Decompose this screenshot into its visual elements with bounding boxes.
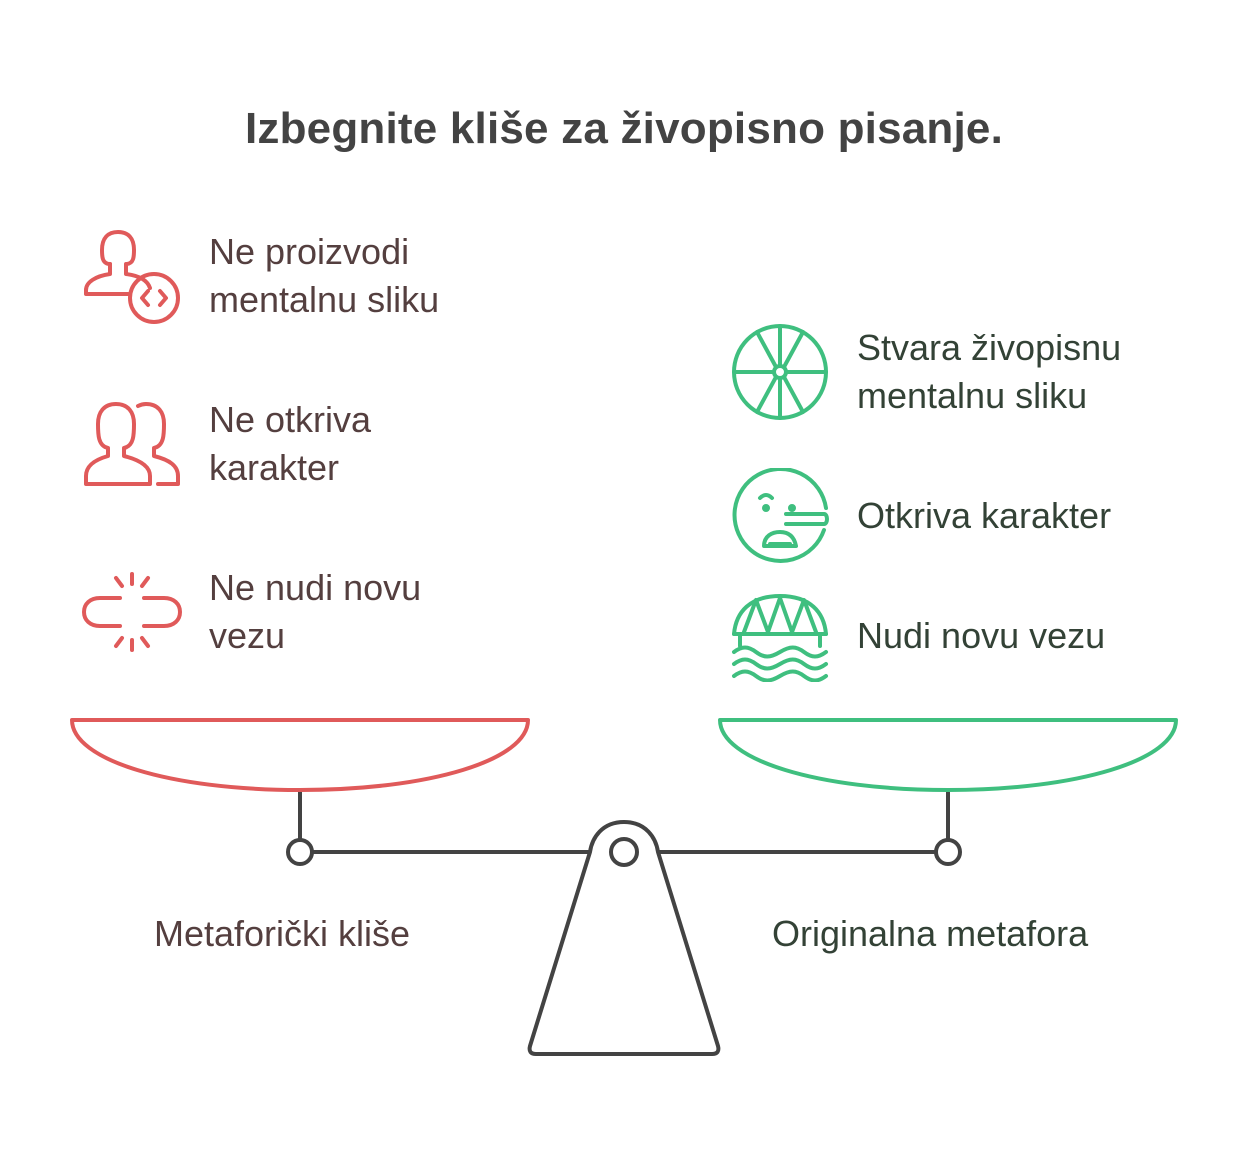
users-icon <box>84 402 180 486</box>
bridge-icon <box>732 594 828 682</box>
right-item-2-text: Otkriva karakter <box>857 495 1112 536</box>
left-item-1-text: Ne proizvodi mentalnu sliku <box>209 231 440 320</box>
right-side-label: Originalna metafora <box>772 913 1089 954</box>
lying-face-icon <box>732 468 829 563</box>
left-side-label: Metaforički kliše <box>154 913 411 954</box>
page-title: Izbegnite kliše za živopisno pisanje. <box>244 104 1004 153</box>
right-scale-pan <box>718 718 1178 792</box>
user-code-icon <box>84 230 180 324</box>
wheel-icon <box>732 324 828 420</box>
right-beam-joint <box>934 838 962 866</box>
broken-link-icon <box>82 572 182 652</box>
scale-fulcrum <box>527 820 721 1056</box>
left-scale-pan <box>70 718 530 792</box>
left-beam-joint <box>286 838 314 866</box>
right-item-3-text: Nudi novu vezu <box>857 615 1106 656</box>
left-item-2-text: Ne otkriva karakter <box>209 399 372 488</box>
right-item-1-text: Stvara živopisnu mentalnu sliku <box>857 327 1122 416</box>
left-item-3-text: Ne nudi novu vezu <box>209 567 422 656</box>
fulcrum-pivot <box>609 837 639 867</box>
